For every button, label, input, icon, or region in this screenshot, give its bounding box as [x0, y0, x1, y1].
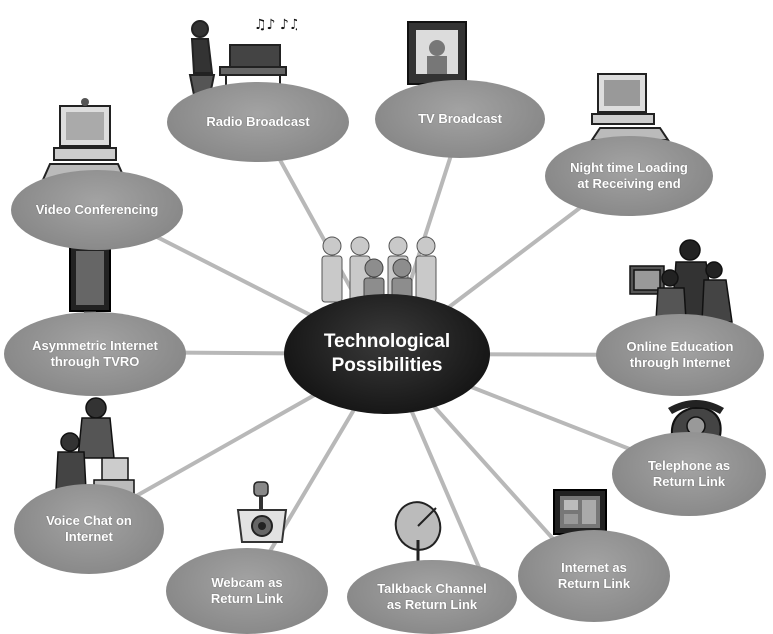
node-radio-broadcast: Radio Broadcast: [167, 82, 349, 162]
monitor-icon: [69, 244, 111, 329]
radio-studio-icon: ♫♪ ♪♫: [188, 17, 297, 105]
node-label: Video Conferencing: [35, 202, 159, 217]
tv-icon: [407, 21, 467, 85]
computer-icon-night: [590, 73, 670, 141]
webcam-icon: [236, 481, 288, 543]
node-video-conferencing: Video Conferencing: [11, 170, 183, 250]
node-label: TV Broadcast: [418, 111, 502, 126]
node-label: Radio Broadcast: [206, 114, 310, 129]
node-tv-broadcast: TV Broadcast: [375, 80, 545, 158]
svg-text:♫♪ ♪♫: ♫♪ ♪♫: [254, 17, 297, 33]
students-icon: [629, 239, 733, 323]
internet-monitor-icon: [553, 489, 607, 545]
